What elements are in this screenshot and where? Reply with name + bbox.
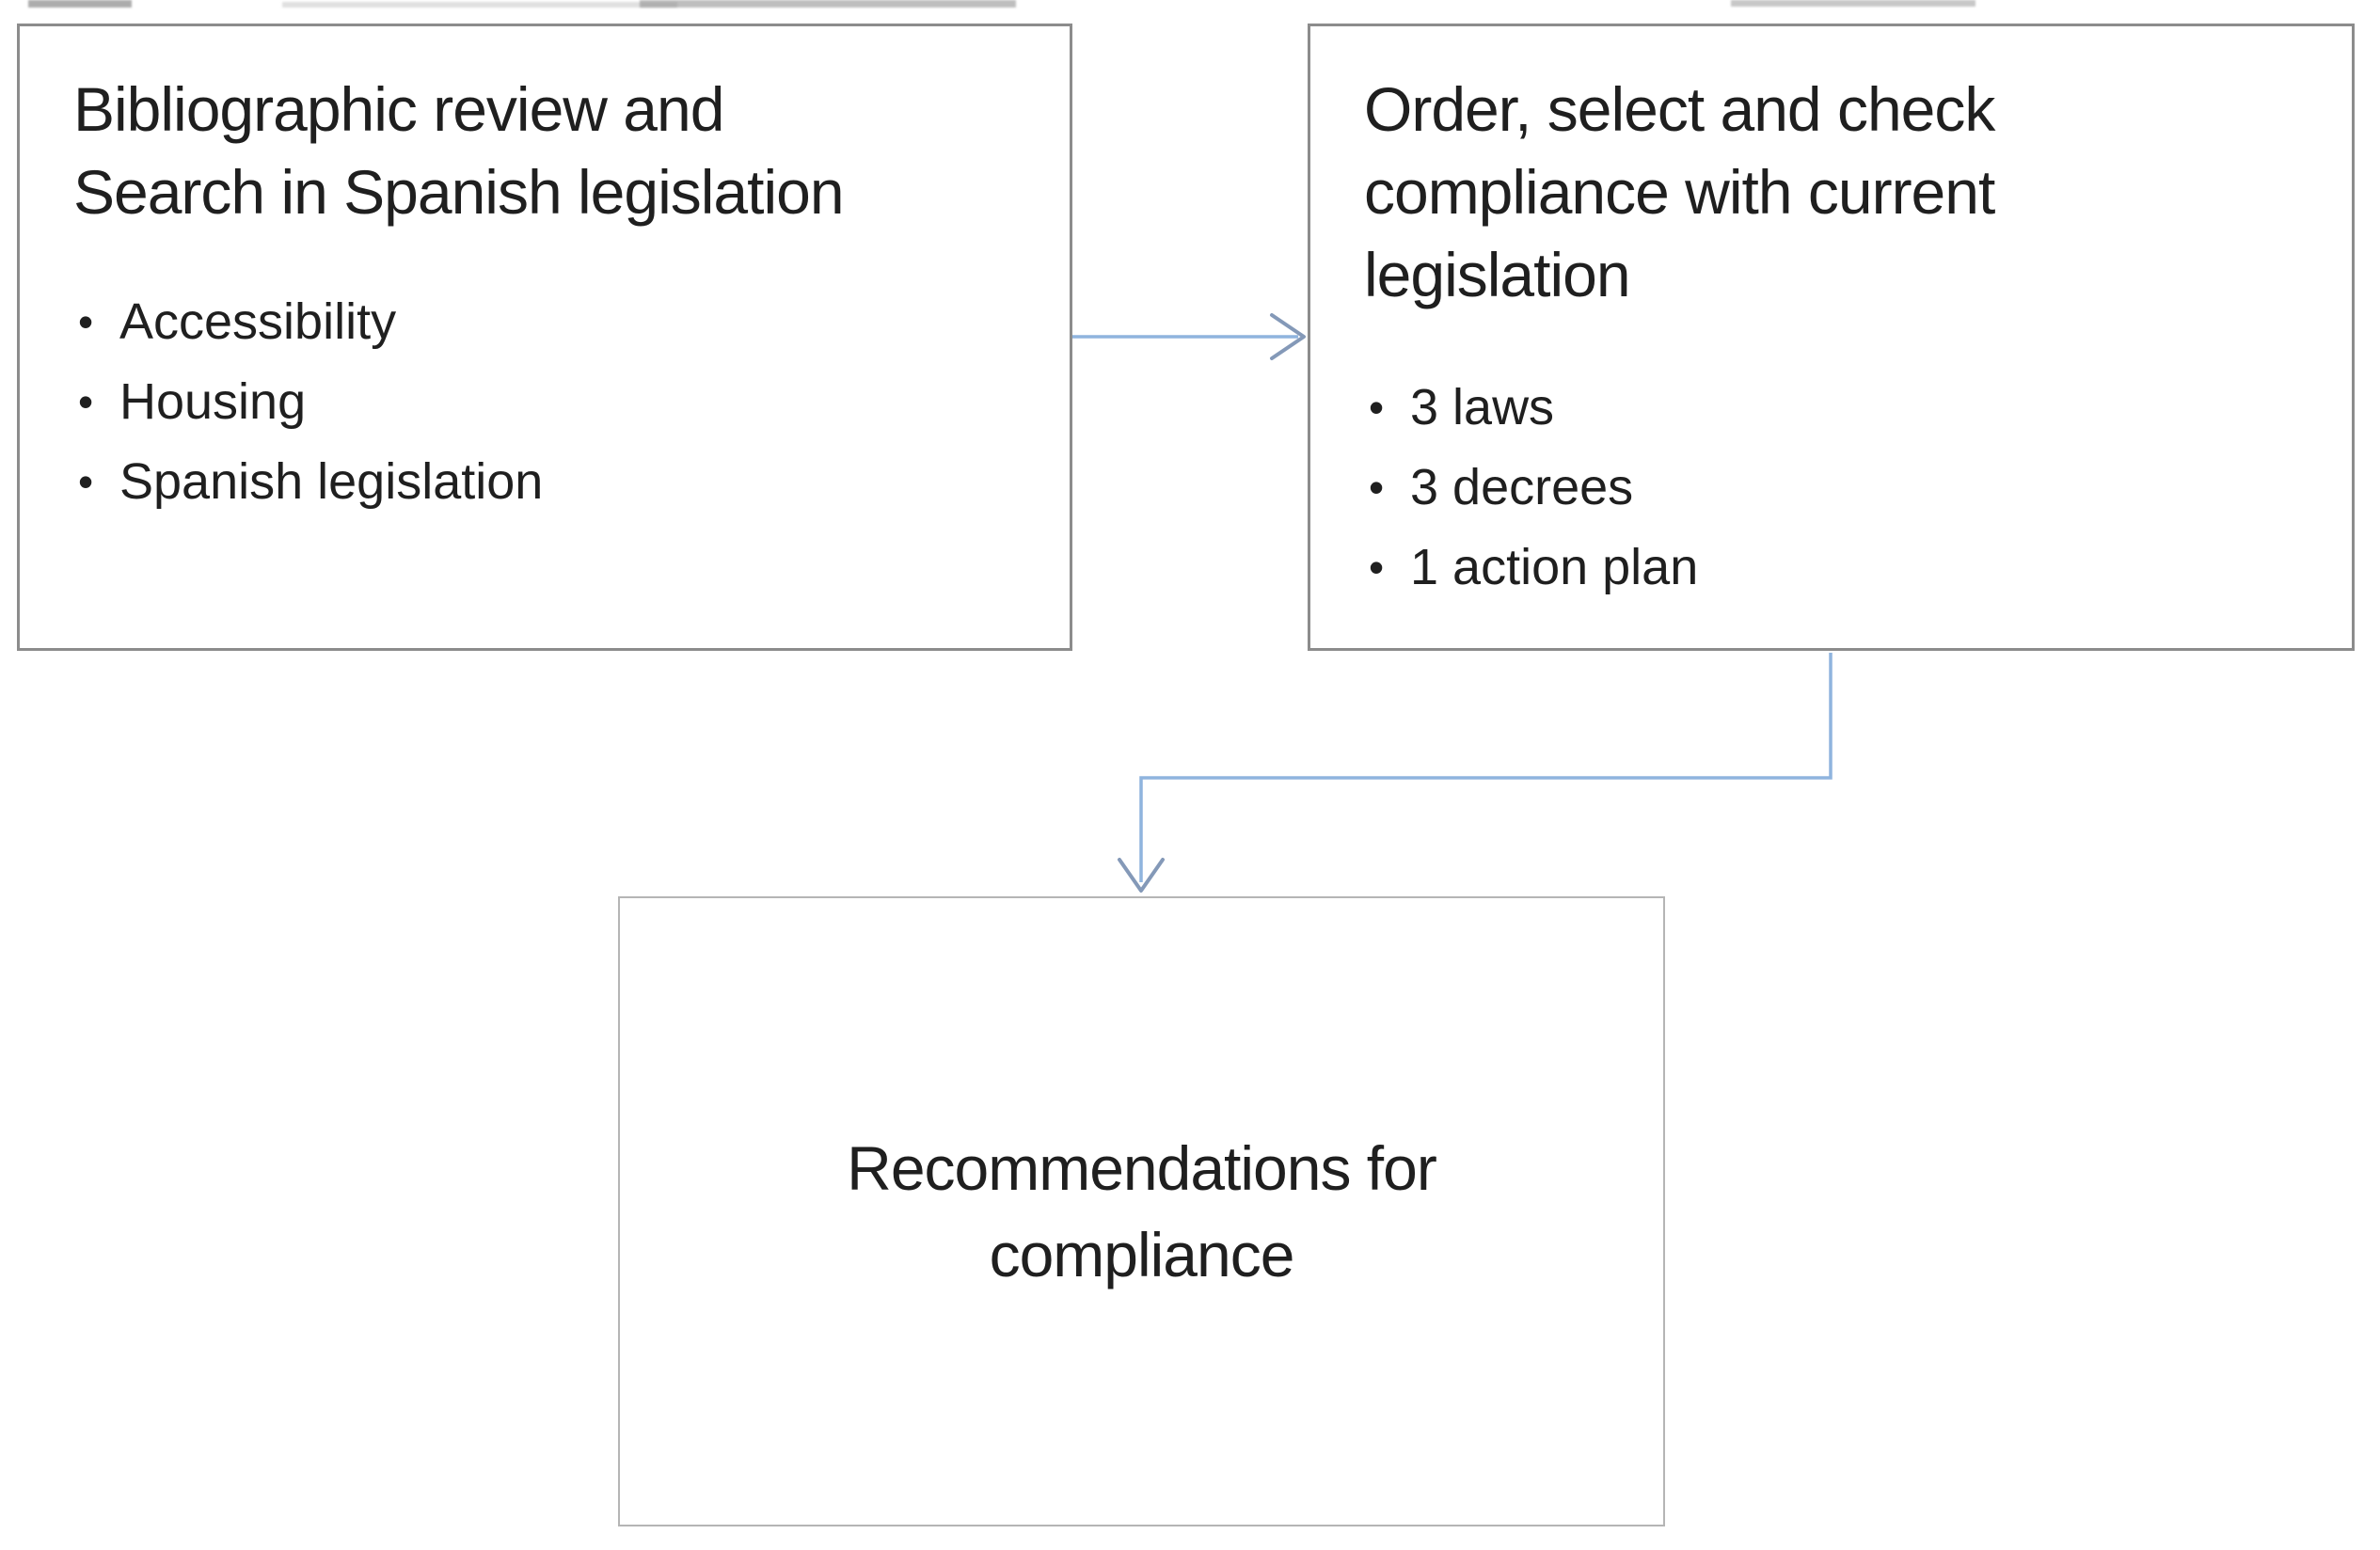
scan-artifact	[1731, 0, 1975, 7]
bullet-label: 1 action plan	[1410, 538, 1699, 595]
label-line: Recommendations for	[847, 1133, 1437, 1203]
scan-artifact	[640, 0, 1016, 8]
title-line: legislation	[1364, 240, 1631, 309]
bullet-item: • 1 action plan	[1369, 527, 2333, 607]
bullet-item: • Housing	[78, 361, 1051, 441]
bullet-label: Spanish legislation	[119, 452, 544, 510]
title-line: Order, select and check	[1364, 74, 1995, 144]
arrowhead-right-icon	[1270, 313, 1306, 360]
bullet-icon: •	[1369, 462, 1385, 512]
node-label: Recommendations for compliance	[847, 1125, 1437, 1298]
bullet-icon: •	[1369, 542, 1385, 592]
bullet-item: • 3 decrees	[1369, 447, 2333, 527]
label-line: compliance	[989, 1220, 1295, 1289]
title-line: compliance with current	[1364, 157, 1995, 227]
bullet-label: Housing	[119, 372, 307, 430]
bullet-label: 3 decrees	[1410, 458, 1634, 515]
bullet-icon: •	[78, 296, 94, 346]
bullet-list: • 3 laws • 3 decrees • 1 action plan	[1369, 367, 2333, 607]
node-title: Bibliographic review and Search in Spani…	[20, 26, 1070, 233]
connector-check-to-recommendations	[1139, 653, 1833, 882]
bullet-icon: •	[1369, 382, 1385, 432]
scan-artifact	[282, 2, 677, 8]
title-line: Bibliographic review and	[73, 74, 724, 144]
bullet-icon: •	[78, 376, 94, 426]
node-recommendations: Recommendations for compliance	[618, 896, 1665, 1526]
scan-artifact	[28, 0, 132, 8]
node-bibliographic-review: Bibliographic review and Search in Spani…	[17, 24, 1072, 651]
node-title: Order, select and check compliance with …	[1310, 26, 2352, 316]
bullet-list: • Accessibility • Housing • Spanish legi…	[78, 281, 1051, 521]
bullet-label: Accessibility	[119, 293, 397, 350]
bullet-icon: •	[78, 456, 94, 506]
arrowhead-down-icon	[1118, 858, 1165, 893]
bullet-item: • Spanish legislation	[78, 441, 1051, 521]
title-line: Search in Spanish legislation	[73, 157, 845, 227]
bullet-item: • Accessibility	[78, 281, 1051, 361]
bullet-label: 3 laws	[1410, 378, 1555, 435]
node-compliance-check: Order, select and check compliance with …	[1308, 24, 2355, 651]
bullet-item: • 3 laws	[1369, 367, 2333, 447]
